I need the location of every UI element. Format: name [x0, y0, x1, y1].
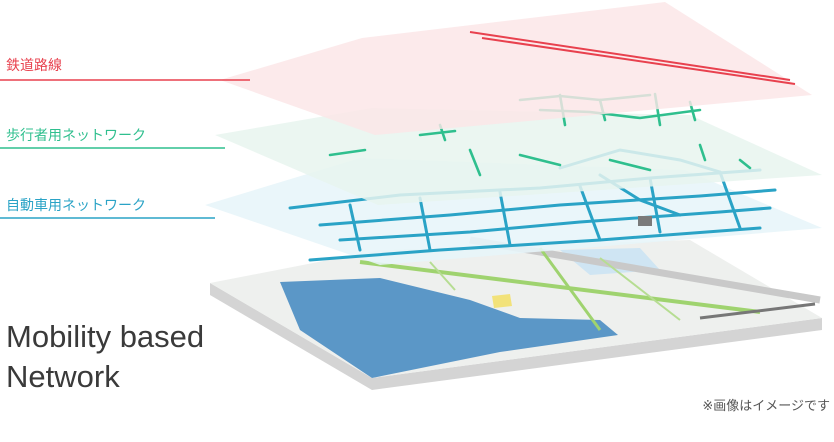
map-water	[280, 278, 618, 378]
pedestrian-network-label: 歩行者用ネットワーク	[6, 128, 146, 144]
map-road-2	[538, 247, 602, 331]
map-road-3	[599, 257, 681, 321]
railway-label: 鉄道路線	[6, 58, 62, 74]
vehicle-junction-node	[638, 216, 652, 226]
map-road-4	[429, 261, 456, 291]
vehicle-network-label: 自動車用ネットワーク	[6, 198, 146, 214]
railway-layer	[220, 2, 812, 135]
map-yellow-block	[492, 294, 512, 308]
railway-lines	[469, 31, 796, 85]
title-line-1: Mobility based	[6, 319, 205, 354]
map-slab-side	[210, 283, 822, 390]
image-disclaimer-note: ※画像はイメージです	[702, 399, 830, 414]
map-station-strip	[699, 302, 816, 320]
base-map	[210, 236, 822, 390]
map-main-road	[359, 260, 761, 314]
railway-plane	[220, 2, 812, 135]
title-line-2: Network	[6, 359, 120, 394]
pedestrian-plane	[215, 108, 822, 205]
